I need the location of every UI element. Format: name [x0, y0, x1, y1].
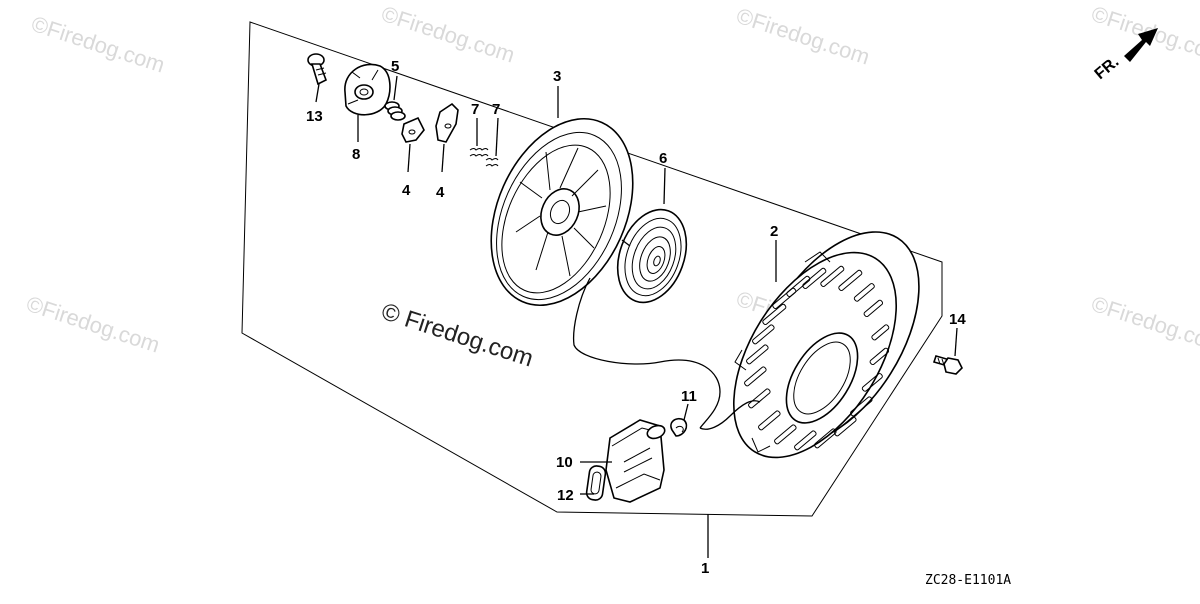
part-6-recoil-spring [616, 167, 688, 304]
watermark: ©Firedog.com [23, 291, 162, 358]
callout-1: 1 [701, 560, 709, 577]
case-vent-slots [744, 265, 890, 451]
callout-10: 10 [556, 454, 573, 471]
part-4-ratchet-right [435, 102, 459, 173]
callouts: 1 2 3 4 4 5 6 7 7 8 10 11 12 13 14 [306, 58, 966, 577]
part-11-rope [572, 277, 761, 437]
part-10-knob [580, 419, 666, 503]
callout-13: 13 [306, 108, 323, 125]
callout-6: 6 [659, 150, 667, 167]
watermark: ©Firedog.com [733, 3, 872, 70]
part-14-flange-bolt [932, 327, 963, 375]
watermark: ©Firedog.com [1088, 291, 1200, 358]
callout-12: 12 [557, 487, 574, 504]
callout-3: 3 [553, 68, 561, 85]
callout-4-left: 4 [402, 182, 411, 199]
part-13-setting-bolt [307, 53, 328, 103]
part-7-return-springs [469, 117, 499, 167]
assembly-boundary [241, 21, 943, 517]
center-watermark: © Firedog.com [378, 298, 536, 372]
part-4-ratchet-left [401, 116, 425, 173]
callout-7-right: 7 [492, 101, 500, 118]
part-3-starter-reel [490, 86, 634, 307]
part-2-starter-case [732, 231, 920, 459]
callout-11: 11 [681, 388, 697, 405]
part-8-ratchet-guide [344, 63, 391, 142]
watermark: ©Firedog.com [378, 1, 517, 68]
part-12-knob-insert [580, 465, 607, 501]
callout-7-left: 7 [471, 101, 479, 118]
callout-14: 14 [949, 311, 966, 328]
fr-label: FR. [1092, 53, 1123, 83]
watermark: ©Firedog.com [28, 11, 167, 78]
callout-4-right: 4 [436, 184, 445, 201]
part-5-friction-spring [384, 75, 406, 121]
callout-5: 5 [391, 58, 399, 75]
callout-2: 2 [770, 223, 778, 240]
callout-8: 8 [352, 146, 360, 163]
front-arrow-icon [1124, 28, 1158, 62]
diagram-code: ZC28-E1101A [925, 573, 1011, 588]
